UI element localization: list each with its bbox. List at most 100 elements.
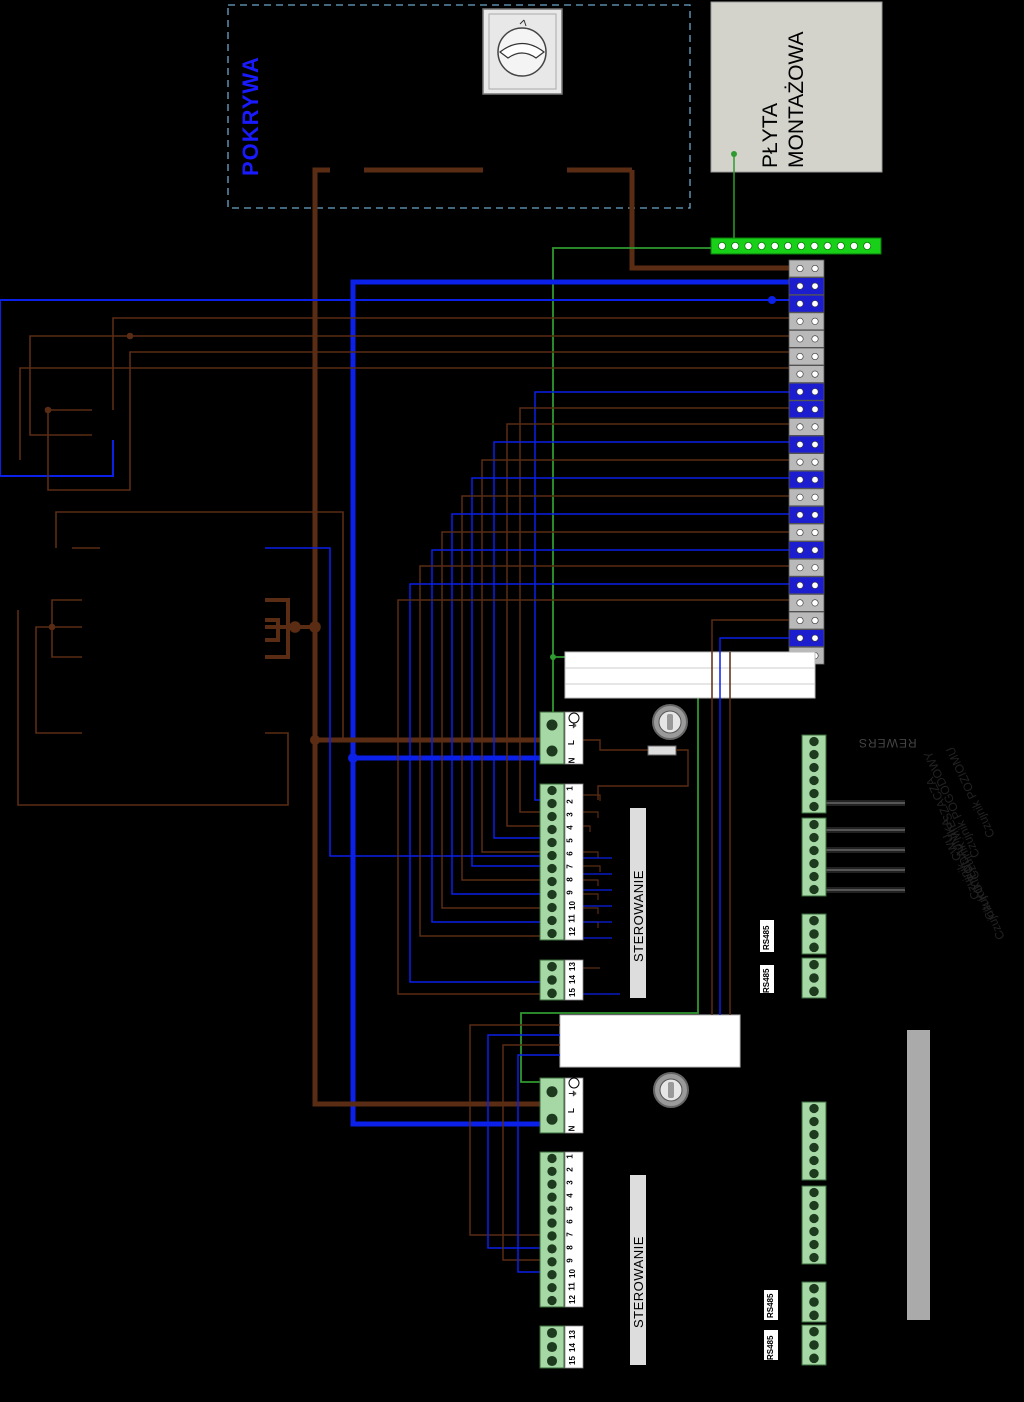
terminal-screw: [796, 493, 804, 501]
connector-pin: [547, 988, 557, 999]
connector-pin: [547, 928, 557, 939]
connector-pin: [809, 1187, 819, 1198]
connector-pin: [809, 1297, 819, 1307]
connector-pin: [809, 1168, 819, 1179]
connector-pin: [809, 1116, 819, 1127]
terminal-screw: [796, 564, 804, 572]
terminal-screw: [796, 634, 804, 642]
terminal-block: [788, 417, 825, 436]
connector-pin: [547, 837, 557, 848]
earth-rail-hole: [784, 241, 793, 250]
connector-pin: [809, 788, 819, 799]
terminal-screw: [811, 300, 819, 308]
rotary-switch-icon: [482, 8, 563, 95]
control-wire: [431, 549, 789, 923]
terminal-screw: [796, 335, 804, 343]
terminal-screw: [796, 476, 804, 484]
connector-pin: [809, 973, 819, 983]
connector-pin: [809, 1353, 819, 1364]
connector-pin: [809, 749, 819, 760]
connector-pin: [547, 889, 557, 900]
control-1-label: STEROWANIE: [631, 870, 646, 962]
plate-label: PŁYTA MONTAŻOWA: [758, 32, 810, 168]
terminal-screw: [811, 335, 819, 343]
plate-label-line2: MONTAŻOWA: [785, 31, 808, 168]
terminal-number: 2: [565, 799, 575, 804]
connector-pin: [809, 1155, 819, 1166]
terminal-screw: [811, 352, 819, 360]
terminal-screw: [811, 599, 819, 607]
control-wire: [441, 531, 789, 909]
terminal-screw: [796, 352, 804, 360]
connector-blocks: [539, 711, 827, 1369]
terminal-number: 5: [565, 1206, 575, 1211]
terminal-block: [788, 400, 825, 419]
terminal-screw: [796, 300, 804, 308]
control-wire: [493, 441, 789, 839]
terminal-number: 8: [565, 1245, 575, 1250]
terminal-screw: [811, 476, 819, 484]
cover-label: POKRYWA: [238, 56, 263, 176]
terminal-screw: [796, 317, 804, 325]
earth-rail-hole: [731, 241, 740, 250]
control-connector-1: [539, 783, 565, 941]
terminal-screw: [811, 546, 819, 554]
connector-pin: [547, 876, 557, 887]
terminal-block: [788, 505, 825, 524]
terminal-screw: [811, 423, 819, 431]
terminal-screw: [811, 282, 819, 290]
connector-pin: [547, 1192, 557, 1202]
terminal-screw: [811, 634, 819, 642]
terminal-block: [788, 470, 825, 489]
earth-rail-hole: [718, 241, 727, 250]
connector-pin: [546, 1341, 558, 1353]
control-connector-2: [539, 1151, 565, 1308]
earth-rail-hole: [744, 241, 753, 250]
connector-pin: [809, 762, 819, 773]
terminal-number: 1: [565, 1154, 575, 1159]
connector-pin: [809, 1142, 819, 1153]
phase-bus: [312, 632, 560, 1107]
terminal-number: ⏚: [568, 1089, 578, 1098]
earth-symbol-icon: [568, 712, 580, 724]
connector-pin: [546, 1086, 558, 1098]
connector-pin: [547, 1218, 557, 1228]
terminal-number: 14: [567, 1343, 577, 1352]
knob-1-icon: [652, 704, 688, 740]
control-wire: [481, 459, 789, 853]
connector-pin: [547, 961, 557, 972]
sensor-connector-2: [801, 1101, 827, 1181]
terminal-number: 10: [567, 1269, 577, 1278]
terminal-number: 5: [565, 838, 575, 843]
sensor-connector-3: [801, 1185, 827, 1265]
connector-pin: [809, 1310, 819, 1321]
terminal-block: [788, 541, 825, 559]
connector-pin: [809, 1129, 819, 1140]
terminal-screw: [796, 511, 804, 519]
connector-pin: [809, 1226, 819, 1237]
connector-pin: [809, 1213, 819, 1224]
connector-pin: [809, 942, 819, 953]
terminal-block: [788, 259, 825, 278]
earth-wire: [552, 247, 711, 712]
connector-pin: [547, 1282, 557, 1293]
terminal-block: [788, 365, 825, 384]
terminal-screw: [796, 405, 804, 413]
terminal-screw: [796, 528, 804, 536]
terminal-strip: [788, 259, 825, 665]
terminal-screw: [811, 388, 819, 396]
terminal-number: 15: [567, 988, 577, 997]
connector-pin: [547, 902, 557, 913]
control-wire: [419, 565, 789, 937]
connector-pin: [809, 1200, 819, 1211]
side-bar: [907, 1030, 930, 1320]
terminal-number: 2: [565, 1167, 575, 1172]
terminal-block: [788, 594, 825, 612]
terminal-screw: [811, 564, 819, 572]
terminal-block: [788, 488, 825, 507]
control-wire: [461, 495, 789, 881]
connector-pin: [809, 801, 819, 812]
terminal-screw: [811, 264, 819, 272]
connector-pin: [546, 719, 558, 731]
connector-pin: [547, 1153, 557, 1164]
